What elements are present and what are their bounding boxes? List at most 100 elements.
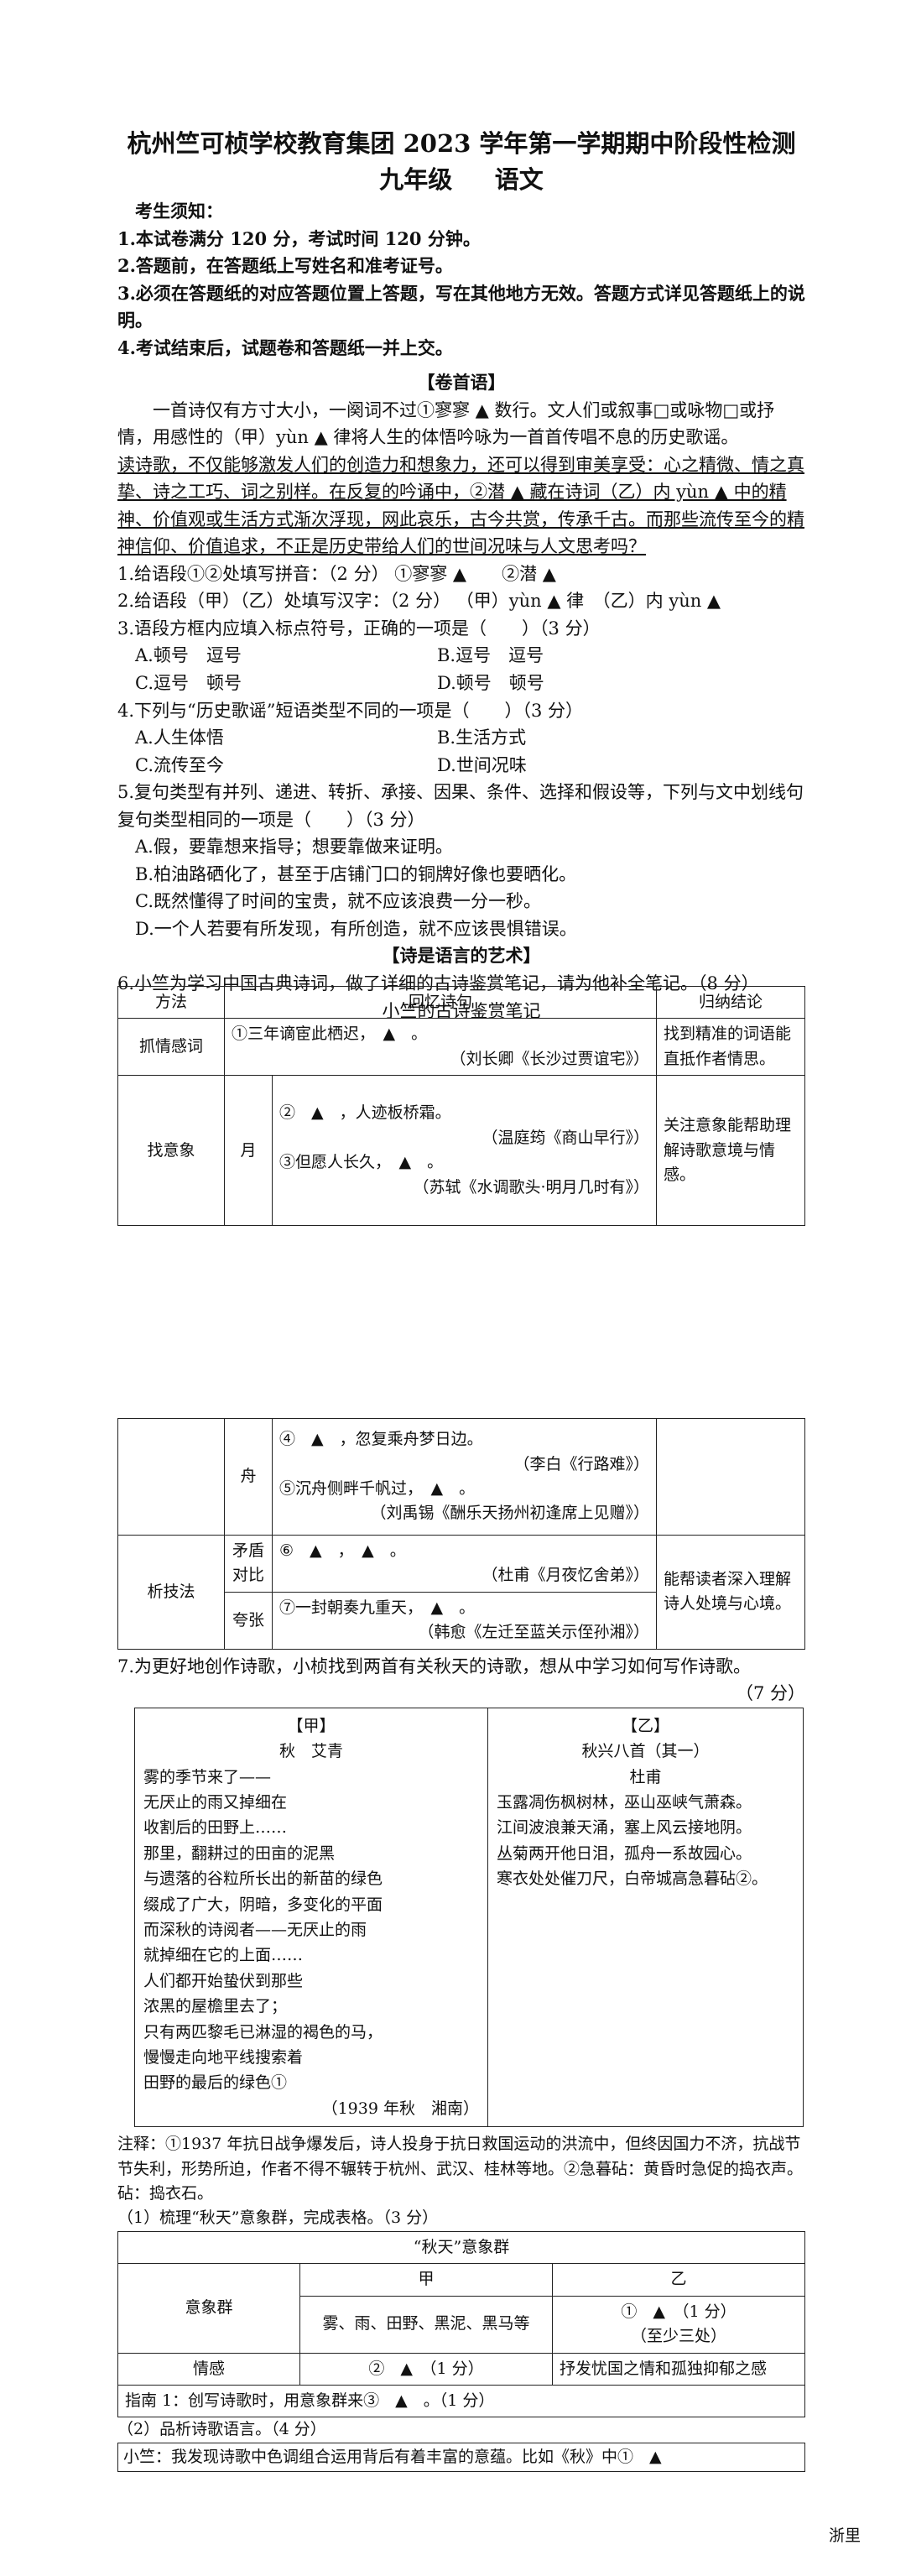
- section-heading: 【卷首语】: [417, 372, 506, 393]
- table-cell: 指南 1：创写诗歌时，用意象群来③ ▲ 。（1 分）: [117, 2385, 805, 2418]
- poem-source: （杜甫《月夜忆舍弟》）: [482, 1566, 649, 1585]
- poem-line: 寒衣处处催刀尺，白帝城高急暮砧②。: [497, 1869, 768, 1889]
- imagery-table: “秋天”意象群 意象群 甲 乙 雾、雨、田野、黑泥、黑马等 ① ▲ （1 分） …: [117, 2230, 805, 2418]
- footer-mark: 浙里: [828, 2526, 861, 2545]
- table-cell: ①三年谪宦此栖迟， ▲ 。 （刘长卿《长沙过贾谊宅》）: [224, 1018, 657, 1077]
- table-cell: 雾、雨、田野、黑泥、黑马等: [299, 2295, 553, 2354]
- option: C.逗号 顿号: [135, 673, 242, 694]
- question-2: 2.给语段（甲）（乙）处填写汉字：（2 分） （甲）yùn ▲ 律 （乙）内 y…: [117, 591, 721, 612]
- poem-source: （韩愈《左迁至蓝关示侄孙湘》）: [418, 1623, 649, 1642]
- option: C.既然懂得了时间的宝贵，就不应该浪费一分一秒。: [135, 891, 541, 912]
- student-comment: 小竺：我发现诗歌中色调组合运用背后有着丰富的意蕴。比如《秋》中① ▲: [123, 2447, 662, 2466]
- table-cell: 舟: [224, 1418, 273, 1536]
- answer-blank: ① ▲ （1 分）: [621, 2302, 737, 2321]
- passage-paragraph: 读诗歌，不仅能够激发人们的创造力和想象力，还可以得到审美享受：心之精微、情之真挚…: [117, 454, 804, 557]
- poem-line: 那里，翻耕过的田亩的泥黑: [143, 1843, 336, 1863]
- table-cell: ② ▲ （1 分）: [299, 2352, 553, 2386]
- poem-line: ② ▲ ，人迹板桥霜。: [279, 1103, 451, 1123]
- table-cell: 意象群: [117, 2263, 300, 2354]
- poem-title: 秋 艾青: [279, 1742, 343, 1761]
- poem-line: ⑥ ▲ ， ▲ 。: [279, 1541, 406, 1560]
- table-cell: ① ▲ （1 分） （至少三处）: [552, 2295, 805, 2354]
- notice-item: 4.考试结束后，试题卷和答题纸一并上交。: [117, 336, 453, 358]
- option: A.顿号 逗号: [135, 645, 242, 666]
- poem-line: ⑤沉舟侧畔千帆过， ▲ 。: [279, 1479, 476, 1498]
- option: C.流传至今: [135, 754, 224, 775]
- poem-line: 江间波浪兼天涌，塞上风云接地阴。: [497, 1818, 752, 1838]
- question-7-points: （7 分）: [735, 1683, 805, 1704]
- poem-label: 【甲】: [287, 1716, 336, 1735]
- table-cell: 析技法: [117, 1535, 225, 1650]
- grade: 九年级: [379, 165, 453, 194]
- poem-source: （温庭筠《商山早行》）: [482, 1128, 649, 1147]
- passage-paragraph: 一首诗仅有方寸大小，一阕词不过①寥寥 ▲ 数行。文人们或叙事□或咏物□或抒情，用…: [117, 399, 775, 448]
- notice-block: 考生须知： 1.本试卷满分 120 分，考试时间 120 分钟。 2.答题前，在…: [117, 198, 805, 362]
- sub-question-1: （1）梳理“秋天”意象群，完成表格。（3 分）: [117, 2208, 439, 2228]
- poems-box: 【甲】 秋 艾青 雾的季节来了—— 无厌止的雨又掉细在 收割后的田野上…… 那里…: [134, 1707, 804, 2128]
- table-cell: 月: [224, 1075, 273, 1227]
- poem-line: 田野的最后的绿色①: [143, 2073, 288, 2093]
- table-header: 回忆诗句: [224, 985, 657, 1019]
- q4-options: A.人生体悟 B.生活方式: [117, 724, 805, 752]
- poem-source: （苏轼《水调歌头·明月几时有》）: [413, 1177, 649, 1197]
- table-cell: [117, 1418, 225, 1536]
- question-7: 7.为更好地创作诗歌，小桢找到两首有关秋天的诗歌，想从中学习如何写作诗歌。: [117, 1656, 752, 1676]
- q4-options: C.流传至今 D.世间况味: [117, 752, 805, 780]
- table-cell: 矛盾对比: [224, 1535, 273, 1593]
- table-header: 归纳结论: [656, 985, 805, 1019]
- notes-table: 舟 ④ ▲ ，忽复乘舟梦日边。 （李白《行路难》） ⑤沉舟侧畔千帆过， ▲ 。 …: [117, 1418, 805, 1650]
- option: A.人生体悟: [135, 727, 224, 748]
- subject: 语文: [494, 165, 544, 194]
- poem-line: 而深秋的诗阅者——无厌止的雨: [143, 1920, 367, 1939]
- option: A.假，要靠想来指导；想要靠做来证明。: [135, 837, 453, 858]
- footnote: 注释：①1937 年抗日战争爆发后，诗人投身于抗日救国运动的洪流中，但终因国力不…: [117, 2135, 804, 2203]
- poem-line: 缀成了广大，阴暗，多变化的平面: [143, 1895, 383, 1914]
- poem-line: ①三年谪宦此栖迟， ▲ 。: [232, 1025, 428, 1044]
- table-cell: ② ▲ ，人迹板桥霜。 （温庭筠《商山早行》） ③但愿人长久， ▲ 。 （苏轼《…: [272, 1075, 657, 1227]
- poem-date: （1939 年秋 湘南）: [321, 2099, 479, 2118]
- poem-line: 与遗落的谷粒所长出的新苗的绿色: [143, 1869, 383, 1889]
- notice-item: 1.本试卷满分 120 分，考试时间 120 分钟。: [117, 227, 481, 249]
- option: D.顿号 顿号: [437, 673, 544, 694]
- poem-author: 杜甫: [629, 1767, 662, 1786]
- table-cell: ⑥ ▲ ， ▲ 。 （杜甫《月夜忆舍弟》）: [272, 1535, 657, 1593]
- option: B.逗号 逗号: [437, 645, 544, 666]
- q3-options: A.顿号 逗号 B.逗号 逗号: [117, 642, 805, 670]
- poem-line: 只有两匹黎毛已淋湿的褐色的马，: [143, 2022, 383, 2042]
- table-cell: [656, 1418, 805, 1536]
- notice-heading: 考生须知：: [135, 201, 223, 222]
- section-preface: 【卷首语】 一首诗仅有方寸大小，一阕词不过①寥寥 ▲ 数行。文人们或叙事□或咏物…: [117, 369, 805, 1025]
- poem-source: （李白《行路难》）: [513, 1454, 649, 1473]
- question-3: 3.语段方框内应填入标点符号，正确的一项是（ ）（3 分）: [117, 618, 601, 639]
- exam-title: 杭州竺可桢学校教育集团 2023 学年第一学期期中阶段性检测: [127, 129, 796, 158]
- poem-source: （刘禹锡《酬乐天扬州初逢席上见赠》）: [370, 1504, 649, 1523]
- notes-table-top: 方法 回忆诗句 归纳结论 抓情感词 ①三年谪宦此栖迟， ▲ 。 （刘长卿《长沙过…: [117, 985, 805, 1227]
- poem-line: 浓黑的屋檐里去了；: [143, 1997, 288, 2016]
- answer-note: （至少三处）: [630, 2327, 726, 2346]
- poem-line: 玉露凋伤枫树林，巫山巫峡气萧森。: [497, 1793, 752, 1812]
- question-5: 5.复句类型有并列、递进、转折、承接、因果、条件、选择和假设等，下列与文中划线句…: [117, 782, 804, 830]
- table-cell: 情感: [117, 2352, 300, 2386]
- poem-line: ③但愿人长久， ▲ 。: [279, 1153, 444, 1172]
- table-cell: 能帮读者深入理解诗人处境与心境。: [656, 1535, 805, 1650]
- table-cell: 夸张: [224, 1591, 273, 1650]
- notes-table-bottom: 舟 ④ ▲ ，忽复乘舟梦日边。 （李白《行路难》） ⑤沉舟侧畔千帆过， ▲ 。 …: [117, 1418, 805, 2473]
- notes-table: 方法 回忆诗句 归纳结论 抓情感词 ①三年谪宦此栖迟， ▲ 。 （刘长卿《长沙过…: [117, 985, 805, 1227]
- section-heading: 【诗是语言的艺术】: [382, 945, 541, 967]
- answer-box: 小竺：我发现诗歌中色调组合运用背后有着丰富的意蕴。比如《秋》中① ▲: [117, 2442, 805, 2473]
- poem-line: 人们都开始蛰伏到那些: [143, 1971, 304, 1990]
- table-header: 方法: [117, 985, 225, 1019]
- notice-item: 2.答题前，在答题纸上写姓名和准考证号。: [117, 255, 453, 277]
- option: B.生活方式: [437, 727, 527, 748]
- poem-title: 秋兴八首（其一）: [581, 1742, 710, 1761]
- option: D.世间况味: [437, 754, 527, 775]
- notice-item: 3.必须在答题纸的对应答题位置上答题，写在其他地方无效。答题方式详见答题纸上的说…: [117, 282, 805, 331]
- poem-b: 【乙】 秋兴八首（其一） 杜甫 玉露凋伤枫树林，巫山巫峡气萧森。 江间波浪兼天涌…: [488, 1708, 803, 2126]
- poem-line: 慢慢走向地平线搜索着: [143, 2047, 304, 2067]
- exam-subtitle: 九年级 语文: [117, 162, 805, 197]
- poem-line: 无厌止的雨又掉细在: [143, 1793, 288, 1812]
- question-1: 1.给语段①②处填写拼音：（2 分） ①寥寥 ▲ ②潜 ▲: [117, 563, 556, 584]
- poem-line: 丛菊两开他日泪，孤舟一系故园心。: [497, 1843, 752, 1863]
- table-cell: 抓情感词: [117, 1018, 225, 1077]
